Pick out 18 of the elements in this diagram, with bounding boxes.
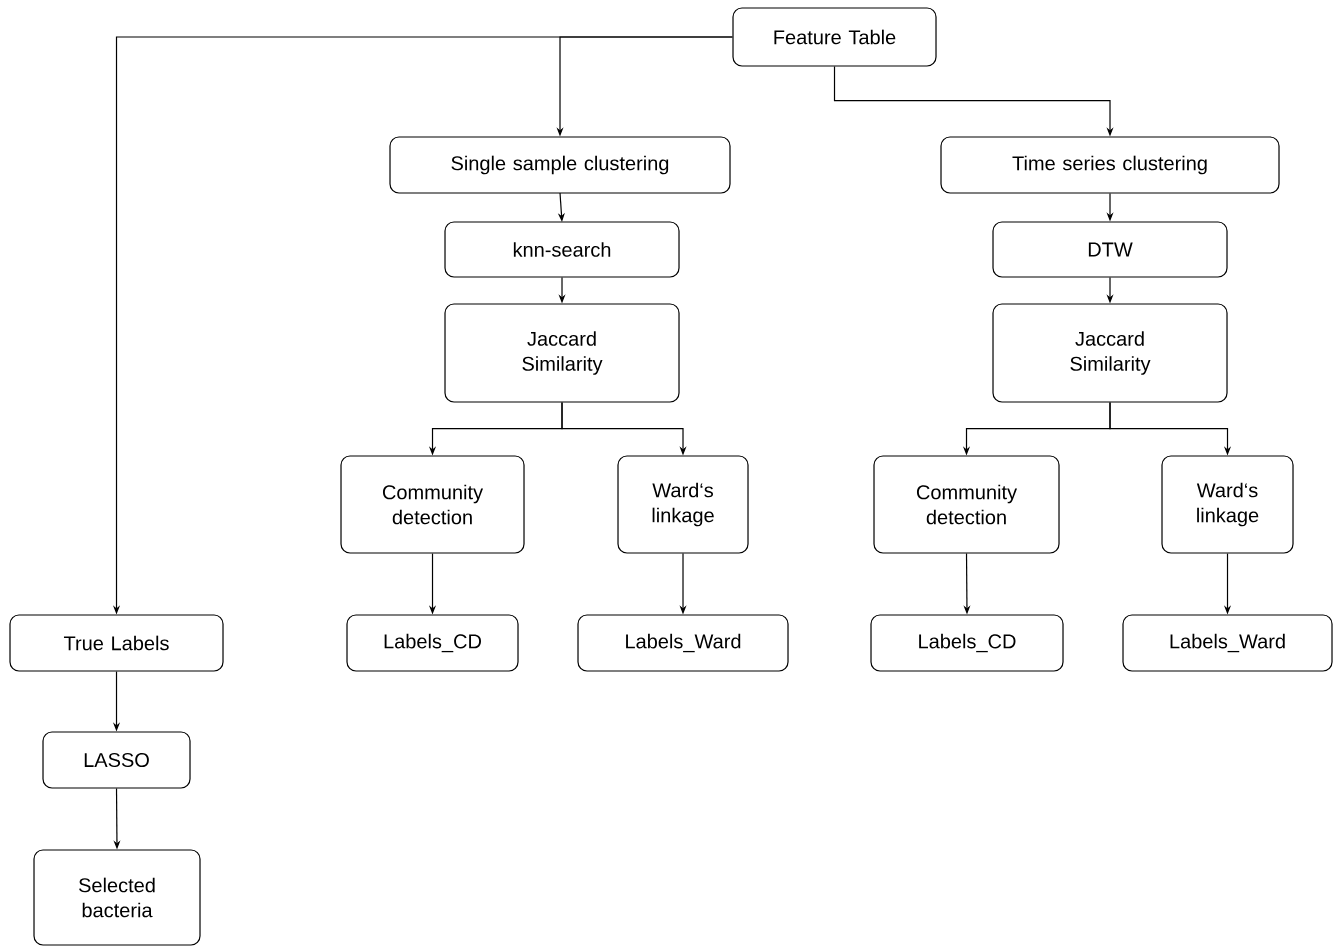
process-box: Labels_Ward bbox=[577, 614, 789, 672]
process-box: Jaccard Similarity bbox=[444, 303, 680, 403]
process-box: True Labels bbox=[9, 614, 224, 672]
process-box: DTW bbox=[992, 221, 1228, 278]
process-box: Feature Table bbox=[732, 7, 937, 67]
process-box: knn-search bbox=[444, 221, 680, 278]
process-box: LASSO bbox=[42, 731, 191, 789]
process-box: Jaccard Similarity bbox=[992, 303, 1228, 403]
process-box: Labels_Ward bbox=[1122, 614, 1333, 672]
process-box: Community detection bbox=[340, 455, 525, 554]
process-box: Time series clustering bbox=[940, 136, 1280, 194]
process-box: Ward‘s linkage bbox=[617, 455, 749, 554]
process-box: Selected bacteria bbox=[33, 849, 201, 946]
process-box: Single sample clustering bbox=[389, 136, 731, 194]
process-box: Community detection bbox=[873, 455, 1060, 554]
process-box: Labels_CD bbox=[870, 614, 1064, 672]
process-box: Labels_CD bbox=[346, 614, 519, 672]
process-box: Ward‘s linkage bbox=[1161, 455, 1294, 554]
